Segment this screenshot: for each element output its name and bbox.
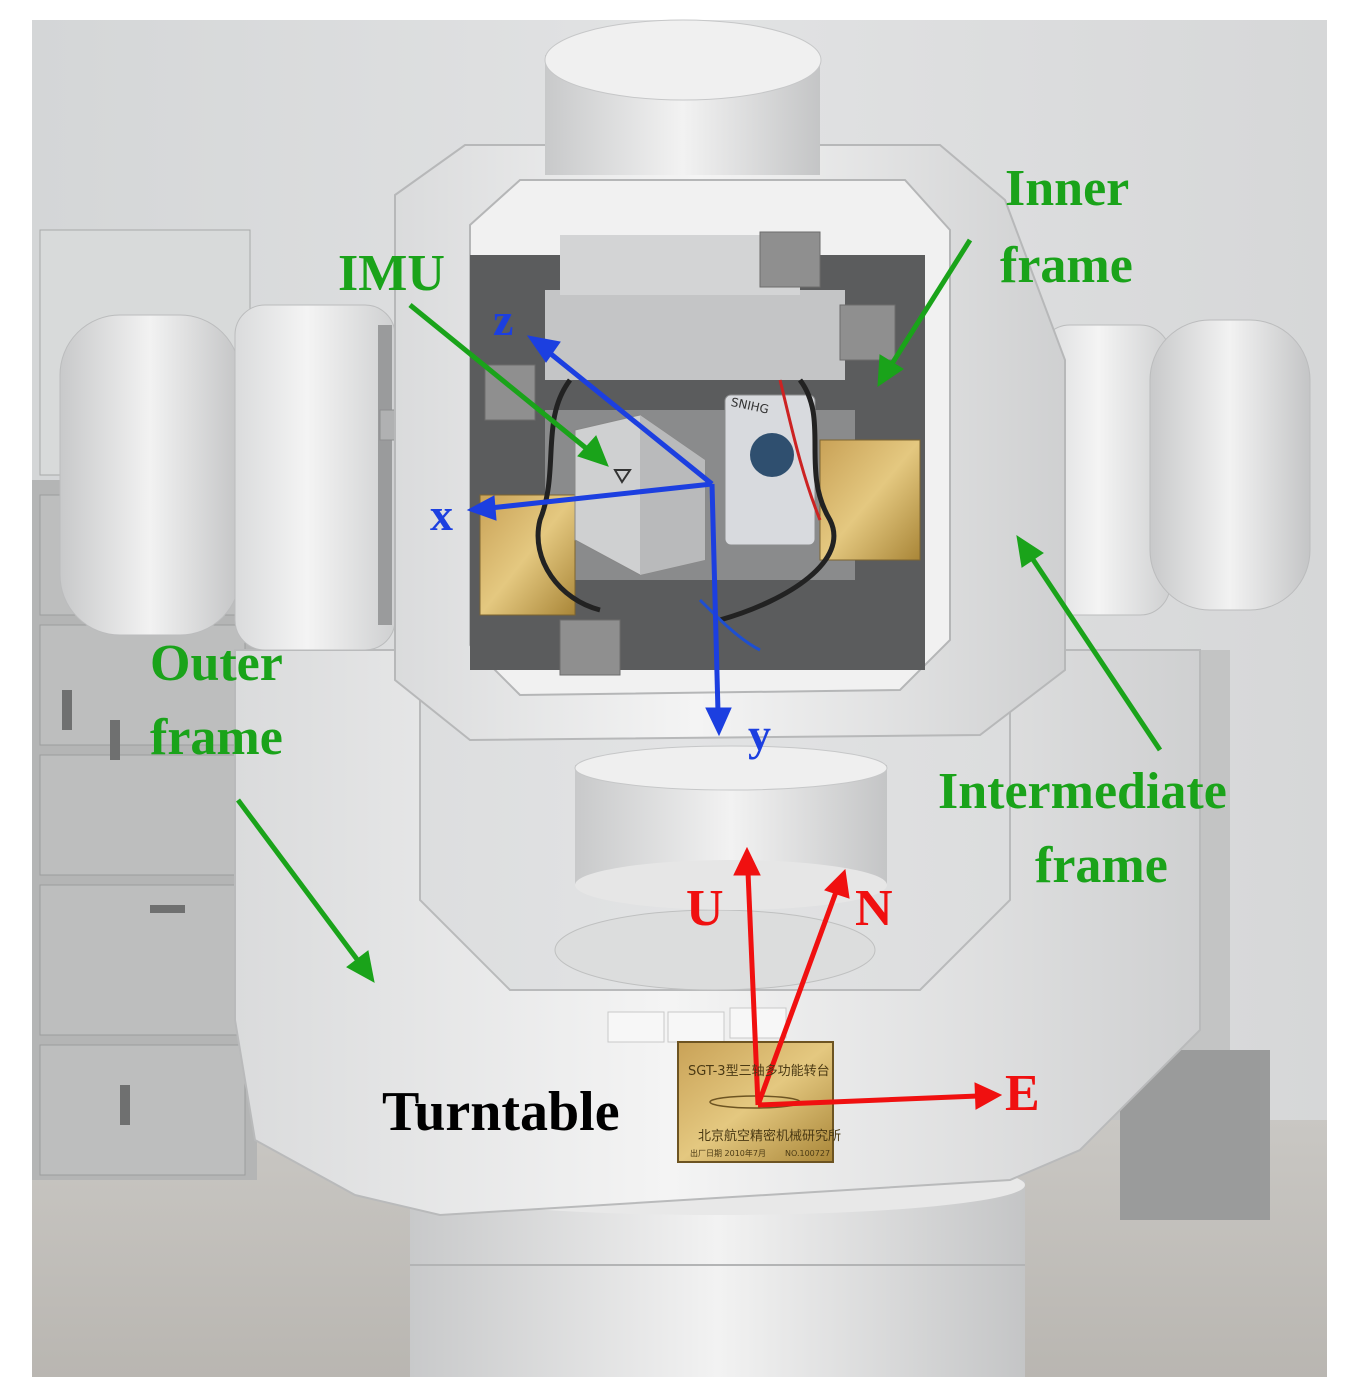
inner-frame-arrow-head [877, 354, 904, 387]
imu-arrow-head [577, 435, 609, 467]
outer-frame-body [234, 649, 1201, 1217]
intermediate-frame-arrow-head [1016, 534, 1044, 568]
u-axis-head [733, 846, 761, 876]
turntable-label: Turntable [382, 1081, 620, 1143]
e-axis-line [757, 1093, 979, 1108]
green-arrows [235, 238, 1163, 983]
nameplate-maker: 北京航空精密机械研究所 [698, 1128, 841, 1144]
x-axis-head [466, 495, 497, 521]
inner-frame-arrow-shaft [885, 238, 973, 372]
x-axis-label: x [430, 489, 453, 540]
stickers [607, 1007, 787, 1043]
outer-frame-arrow-head [346, 950, 375, 983]
left-bearing-housing [59, 304, 441, 651]
outer-frame-arrow-shaft [235, 798, 365, 968]
n-axis-label: N [855, 880, 893, 937]
nameplate-title: SGT-3型三轴多功能转台 [688, 1063, 830, 1079]
n-axis-head [824, 868, 850, 899]
bottom-cylinder [574, 745, 888, 910]
nameplate-date: 出厂日期 2010年7月 [690, 1148, 766, 1158]
z-axis-line [544, 348, 714, 486]
intermediate-frame-arrow-shaft [1025, 550, 1163, 752]
z-axis-label: z [493, 294, 513, 345]
y-axis-head [705, 707, 732, 737]
y-axis-label: y [748, 709, 771, 760]
nav-axes [733, 846, 1003, 1110]
intermediate-frame-label-line2: frame [1035, 837, 1168, 894]
y-axis-line [709, 483, 721, 713]
right-bearing-housing [1039, 319, 1311, 616]
imu-label: IMU [338, 245, 445, 302]
body-axes [466, 335, 732, 737]
imu-arrow-shaft [408, 303, 594, 455]
inner-cavity [470, 231, 925, 676]
e-axis-head [974, 1082, 1003, 1110]
outer-frame-label-line1: Outer [150, 635, 283, 692]
z-axis-head [526, 335, 561, 363]
x-axis-line [489, 481, 713, 511]
e-axis-label: E [1005, 1065, 1040, 1122]
inner-frame-label-line2: frame [1000, 237, 1133, 294]
nameplate-number: NO.100727 [785, 1149, 830, 1158]
outer-frame-label-line2: frame [150, 709, 283, 766]
inner-frame-label-line1: Inner [1005, 160, 1129, 217]
intermediate-frame-label-line1: Intermediate [938, 763, 1227, 820]
top-cylinder [544, 19, 822, 175]
n-axis-line [755, 891, 839, 1106]
u-axis-label: U [686, 880, 724, 937]
u-axis-line [745, 871, 761, 1106]
